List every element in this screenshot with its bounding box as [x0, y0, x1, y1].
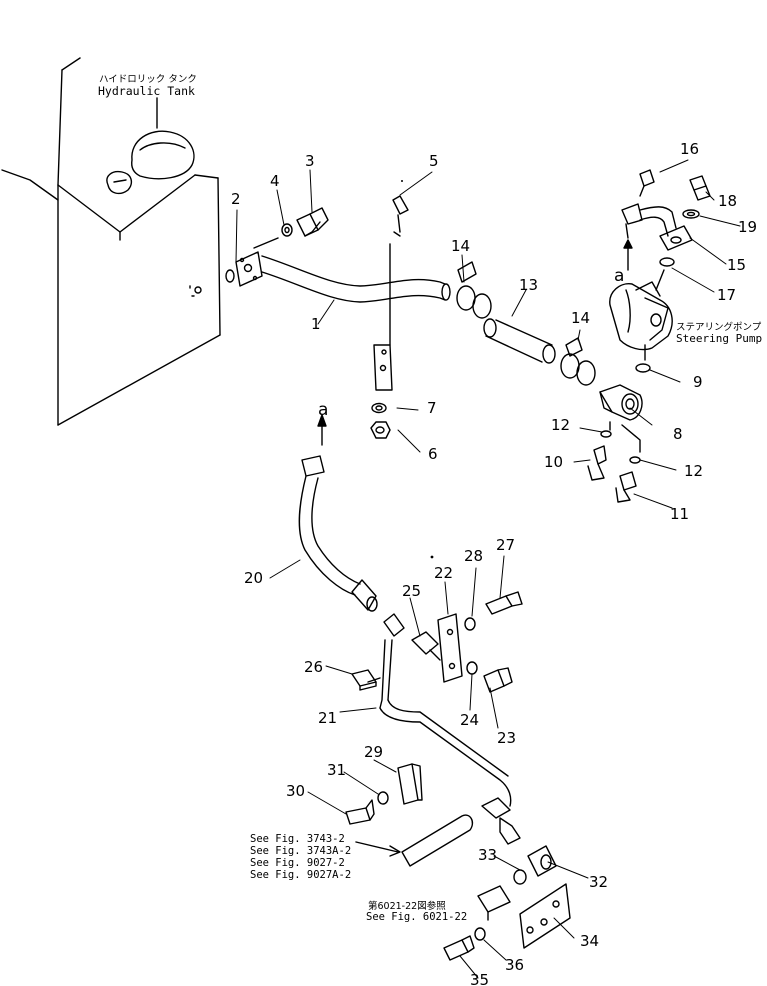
- callout-11: 11: [670, 505, 690, 523]
- see-fig-line: See Fig. 9027A-2: [250, 869, 352, 881]
- callout-19: 19: [738, 218, 758, 236]
- callout-30: 30: [286, 782, 306, 800]
- callout-4: 4: [270, 172, 280, 190]
- tank-label-jp: ハイドロリック タンク: [99, 74, 197, 85]
- tank-label-en: Hydraulic Tank: [98, 84, 195, 98]
- callout-1: 1: [311, 315, 321, 333]
- callout-33: 33: [478, 846, 498, 864]
- stray-marks: [401, 180, 434, 559]
- callout-15: 15: [727, 256, 747, 274]
- see-fig-line: See Fig. 9027-2: [250, 857, 345, 869]
- callout-21: 21: [318, 709, 338, 727]
- callout-13: 13: [519, 276, 539, 294]
- callout-14: 14: [451, 237, 471, 255]
- callout-32: 32: [589, 873, 609, 891]
- callout-6: 6: [428, 445, 438, 463]
- callout-23: 23: [497, 729, 517, 747]
- callout-18: 18: [718, 192, 738, 210]
- callout-5: 5: [429, 152, 439, 170]
- callout-25: 25: [402, 582, 422, 600]
- callout-24: 24: [460, 711, 480, 729]
- callout-27: 27: [496, 536, 516, 554]
- clamp-stack-5-6-7: [370, 195, 409, 439]
- callout-31: 31: [327, 761, 347, 779]
- callout-26: 26: [304, 658, 324, 676]
- pipe-15-fittings: [621, 169, 711, 251]
- callout-17: 17: [717, 286, 737, 304]
- hydraulic-tank: [1, 57, 221, 426]
- see-fig-line: See Fig. 3743-2: [250, 833, 345, 845]
- connection-a-top: a: [614, 266, 625, 286]
- pipe-21-assembly: [351, 591, 523, 845]
- callout-9: 9: [693, 373, 703, 391]
- hose-20: [298, 414, 378, 612]
- see-6021-jp: 第6021-22図参照: [368, 901, 446, 912]
- pump-label-en: Steering Pump: [676, 332, 763, 345]
- callout-36: 36: [505, 956, 525, 974]
- elbow-8-bolts: [587, 384, 643, 503]
- callout-28: 28: [464, 547, 484, 565]
- lower-fittings-32-36: [443, 845, 571, 961]
- callout-20: 20: [244, 569, 264, 587]
- callout-14: 14: [571, 309, 591, 327]
- leader-lines: [235, 159, 741, 979]
- see-fig-line: See Fig. 3743A-2: [250, 845, 352, 857]
- steering-pump: [609, 239, 675, 373]
- pipe-1-assembly: [225, 207, 451, 303]
- callout-29: 29: [364, 743, 384, 761]
- callout-10: 10: [544, 453, 564, 471]
- callout-34: 34: [580, 932, 600, 950]
- pump-label-jp: ステアリングポンプ: [676, 322, 762, 333]
- callout-12: 12: [551, 416, 571, 434]
- callout-7: 7: [427, 399, 437, 417]
- callout-16: 16: [680, 140, 700, 158]
- callout-35: 35: [470, 971, 490, 986]
- hose-13-clamps-14: [456, 261, 596, 386]
- callout-3: 3: [305, 152, 315, 170]
- callout-8: 8: [673, 425, 683, 443]
- callout-22: 22: [434, 564, 454, 582]
- bracket-29-30-31: [345, 763, 474, 867]
- connection-a-bottom: a: [318, 400, 329, 420]
- see-6021-en: See Fig. 6021-22: [366, 911, 468, 923]
- callout-2: 2: [231, 190, 241, 208]
- callout-12: 12: [684, 462, 704, 480]
